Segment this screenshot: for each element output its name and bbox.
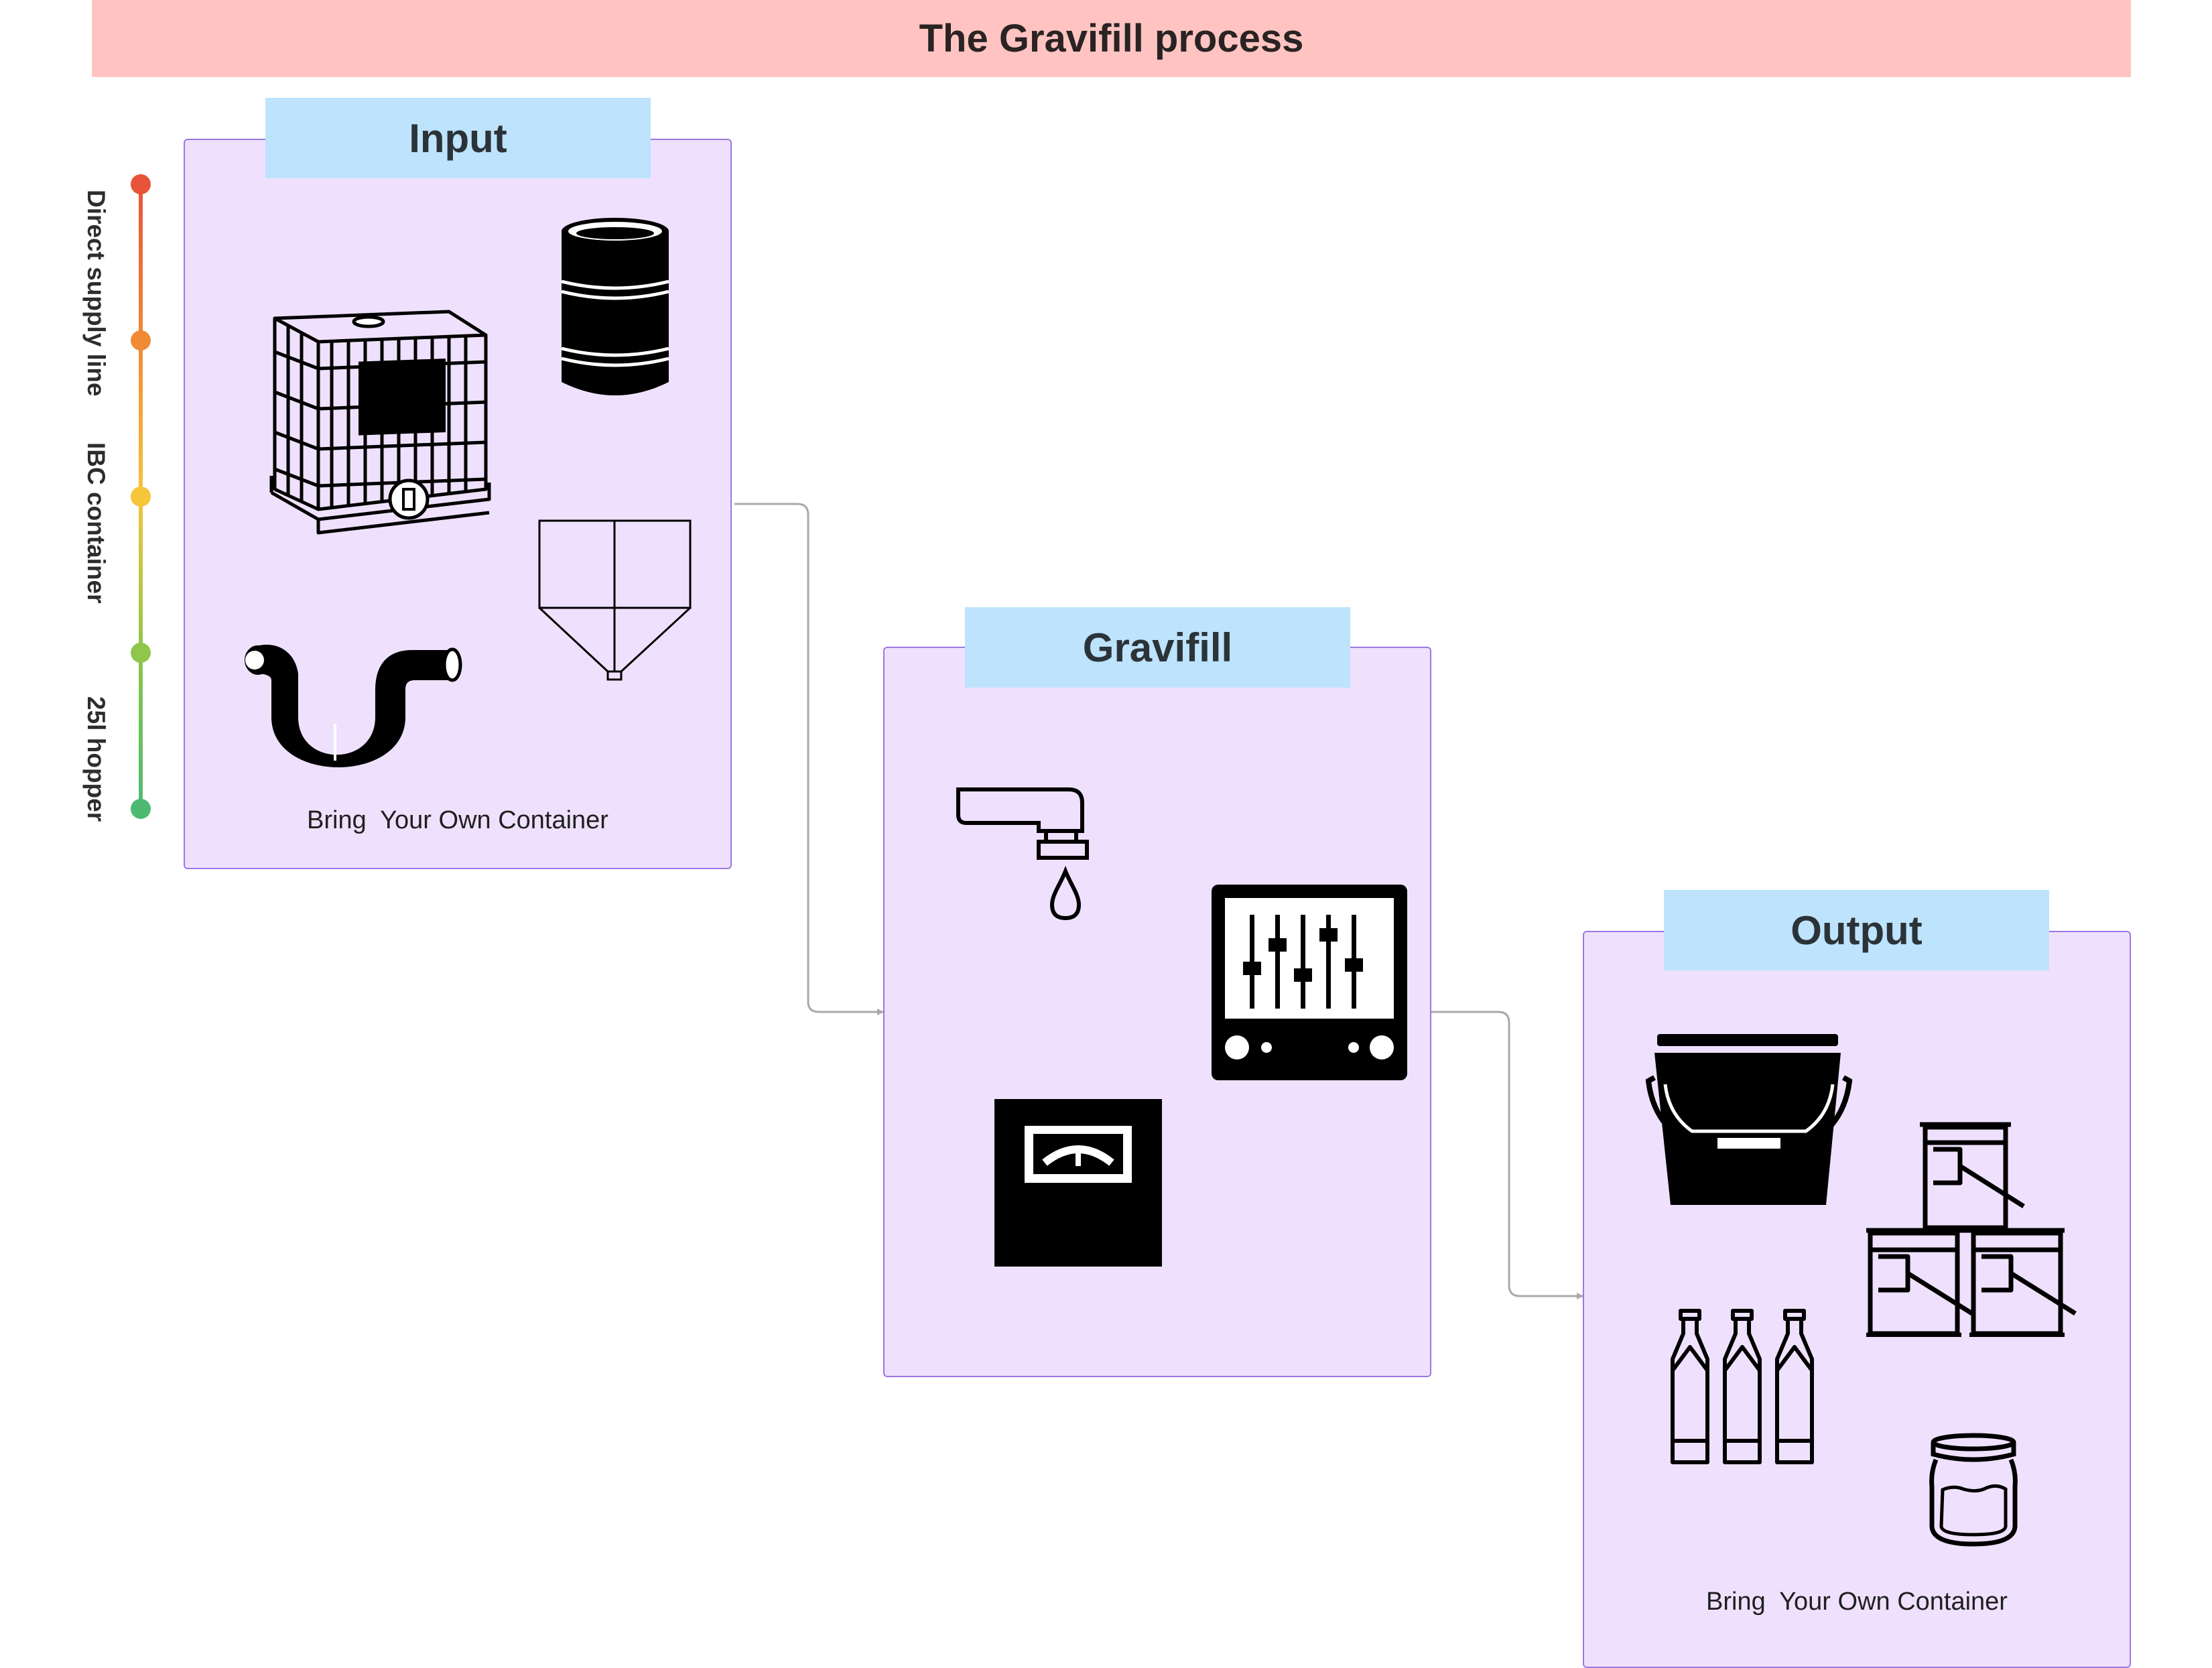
output-caption: Bring Your Own Container	[1706, 1588, 2008, 1616]
supply-track	[131, 174, 151, 819]
track-label-25l-hopper: 25l hopper	[82, 696, 110, 822]
input-caption: Bring Your Own Container	[307, 806, 608, 834]
track-dot-4	[131, 643, 151, 663]
pipe-icon	[245, 644, 462, 767]
control-panel-icon	[1212, 885, 1407, 1080]
page-title: The Gravifill process	[92, 0, 2131, 77]
bottles-icon	[1671, 1309, 1814, 1464]
track-dot-5	[131, 799, 151, 819]
input-heading: Input	[265, 98, 651, 178]
ibc-container-icon	[269, 310, 491, 535]
bucket-icon	[1645, 1034, 1853, 1205]
connector-gravifill-to-output	[1431, 1011, 1583, 1299]
paint-cans-icon	[1866, 1122, 2077, 1337]
oil-drum-icon	[561, 218, 669, 395]
track-dot-2	[131, 330, 151, 350]
hopper-icon	[538, 519, 692, 681]
track-dot-1	[131, 174, 151, 194]
track-label-ibc-container: IBC container	[82, 442, 110, 604]
scale-icon	[994, 1099, 1162, 1267]
faucet-icon	[956, 787, 1089, 921]
connector-input-to-gravifill	[734, 503, 884, 1015]
track-label-direct-supply-line: Direct supply line	[82, 189, 110, 397]
jar-icon	[1929, 1433, 2018, 1547]
track-dot-3	[131, 487, 151, 507]
gravifill-heading: Gravifill	[965, 607, 1350, 688]
output-heading: Output	[1664, 890, 2049, 970]
